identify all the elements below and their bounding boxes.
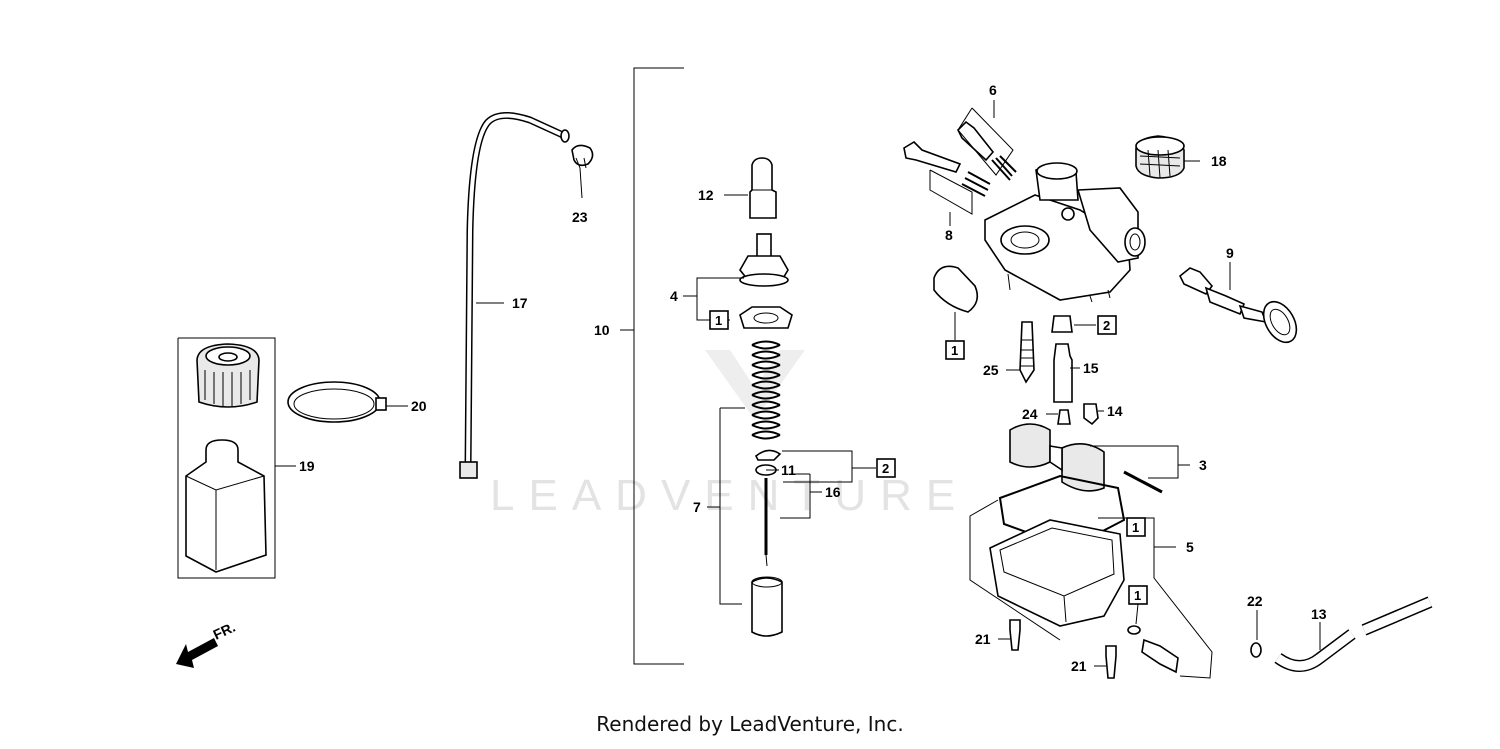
filter-element [1135,135,1185,179]
throttle-stop [1178,267,1298,344]
callout-7: 7 [693,499,701,515]
boxed-callout-1-top: 1 [715,313,722,328]
callout-4: 4 [670,288,678,304]
footer-credit: Rendered by LeadVenture, Inc. [596,712,904,736]
carburetor-top [739,233,793,329]
callout-24: 24 [1022,406,1038,422]
bottle-strap-ring [287,381,387,423]
o-ring-gasket [933,265,979,313]
watermark-text: LEADVENTURE [490,471,969,520]
callout-8: 8 [945,227,953,243]
jet-holder [749,157,777,219]
callout-10: 10 [594,322,610,338]
callout-16: 16 [825,484,841,500]
drain-tube [1250,596,1433,672]
carburetor-body [984,162,1146,303]
callout-9: 9 [1226,245,1234,261]
callout-labels: 19 20 17 23 10 12 4 7 11 16 6 8 18 9 25 … [299,82,1327,674]
boxed-callout-2-needle: 2 [882,461,889,476]
oil-bottle-group [177,337,276,579]
boxed-callout-1-drain: 1 [1134,588,1141,603]
callout-19: 19 [299,458,315,474]
callout-21-right: 21 [1071,658,1087,674]
idle-screws [903,120,1017,197]
callout-20: 20 [411,398,427,414]
throttle-spring [751,340,781,440]
callout-23: 23 [572,209,588,225]
callout-5: 5 [1186,539,1194,555]
boxed-callout-1-gasket: 1 [1132,520,1139,535]
callout-18: 18 [1211,153,1227,169]
callout-6: 6 [989,82,997,98]
bowl-screws [1009,619,1117,679]
callout-25: 25 [983,362,999,378]
needle-and-slide [751,449,783,637]
watermark: LEADVENTURE [490,350,969,520]
callout-22: 22 [1247,593,1263,609]
boxed-callout-2-jet: 2 [1103,318,1110,333]
callout-17: 17 [512,295,528,311]
callout-11: 11 [781,462,796,478]
jets [1019,315,1099,426]
callout-14: 14 [1107,403,1123,419]
callout-12: 12 [698,187,714,203]
float-bowl [989,474,1179,674]
boxed-callout-1-oring: 1 [951,343,958,358]
breather-tube [459,112,594,479]
boxed-callouts: 1 2 2 1 1 1 [709,310,1148,625]
callout-15: 15 [1083,360,1099,376]
callout-13: 13 [1311,606,1327,622]
callout-3: 3 [1199,457,1207,473]
front-arrow-label: FR. [211,619,238,643]
front-direction-arrow: FR. [176,619,238,668]
callout-21-left: 21 [975,631,991,647]
